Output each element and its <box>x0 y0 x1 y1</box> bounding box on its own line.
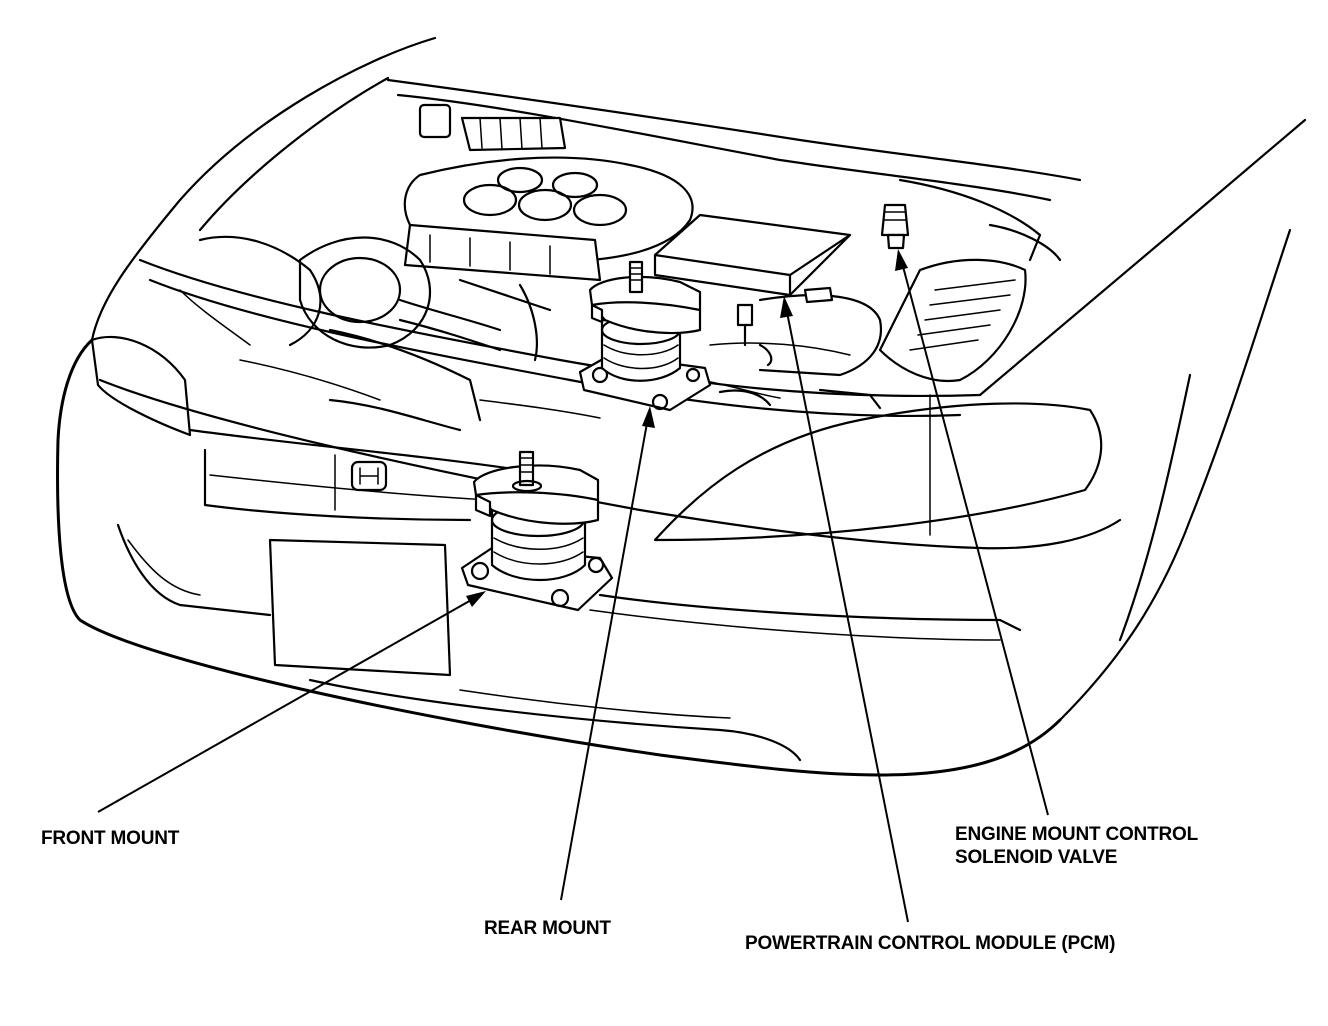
rear-mount-arrowhead <box>642 406 655 428</box>
solenoid-valve-label-line1: ENGINE MOUNT CONTROL <box>955 824 1198 845</box>
solenoid-leader <box>899 254 1049 816</box>
pcm-label: POWERTRAIN CONTROL MODULE (PCM) <box>745 933 1116 954</box>
pcm-arrowhead <box>780 296 793 318</box>
front-mount-arrowhead <box>466 591 486 607</box>
solenoid-arrowhead <box>895 249 908 271</box>
engine-bay <box>138 78 1082 432</box>
solenoid-valve-label-line2: SOLENOID VALVE <box>955 847 1118 868</box>
rear-mount-label: REAR MOUNT <box>484 918 611 939</box>
solenoid-valve-label: ENGINE MOUNT CONTROL SOLENOID VALVE <box>955 823 1198 869</box>
front-mount <box>460 450 614 612</box>
front-mount-leader <box>97 594 481 813</box>
car-body <box>56 36 1307 777</box>
pcm-leader <box>784 301 909 923</box>
front-mount-label: FRONT MOUNT <box>41 828 180 849</box>
rear-mount-leader <box>560 411 650 901</box>
rear-mount <box>578 260 712 412</box>
leader-lines <box>97 249 1049 923</box>
